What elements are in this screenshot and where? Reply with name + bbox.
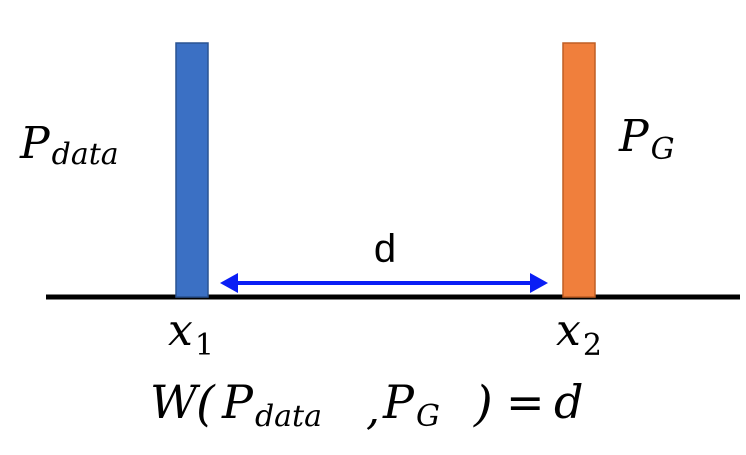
p-g-symbol: P — [618, 111, 650, 162]
x1-subscript: 1 — [195, 328, 214, 363]
equation-open-paren: ( — [196, 376, 216, 432]
x2-symbol: x — [556, 305, 581, 356]
generator-distribution-bar — [562, 42, 596, 298]
equation-w: W — [150, 375, 201, 429]
arrow-head-right-icon — [530, 273, 548, 293]
arrow-head-left-icon — [220, 273, 238, 293]
x1-symbol: x — [168, 305, 193, 356]
equation-p-data-symbol: P — [221, 375, 254, 429]
equation-comma: , — [366, 384, 380, 435]
equation-p-g-subscript: G — [416, 399, 440, 434]
x1-label: x1 — [168, 305, 214, 363]
equation-rhs: d — [554, 375, 583, 429]
p-g-subscript: G — [651, 132, 675, 167]
p-g-label: PG — [618, 111, 675, 167]
equation-p-data-subscript: data — [255, 399, 322, 434]
equation-close-paren: ) — [473, 376, 493, 432]
equation-p-data: Pdata — [221, 375, 322, 434]
data-distribution-bar — [175, 42, 209, 298]
x2-label: x2 — [556, 305, 602, 363]
p-data-subscript: data — [52, 137, 119, 172]
distance-arrow — [220, 273, 548, 293]
p-data-label: Pdata — [19, 118, 119, 172]
distance-label: d — [374, 227, 396, 271]
p-data-symbol: P — [19, 118, 51, 169]
wasserstein-equation: W ( Pdata , PG ) = d — [150, 375, 583, 435]
equation-p-g: PG — [382, 375, 440, 434]
equation-p-g-symbol: P — [382, 375, 415, 429]
x2-subscript: 2 — [583, 328, 602, 363]
equation-equals: = — [506, 375, 545, 429]
